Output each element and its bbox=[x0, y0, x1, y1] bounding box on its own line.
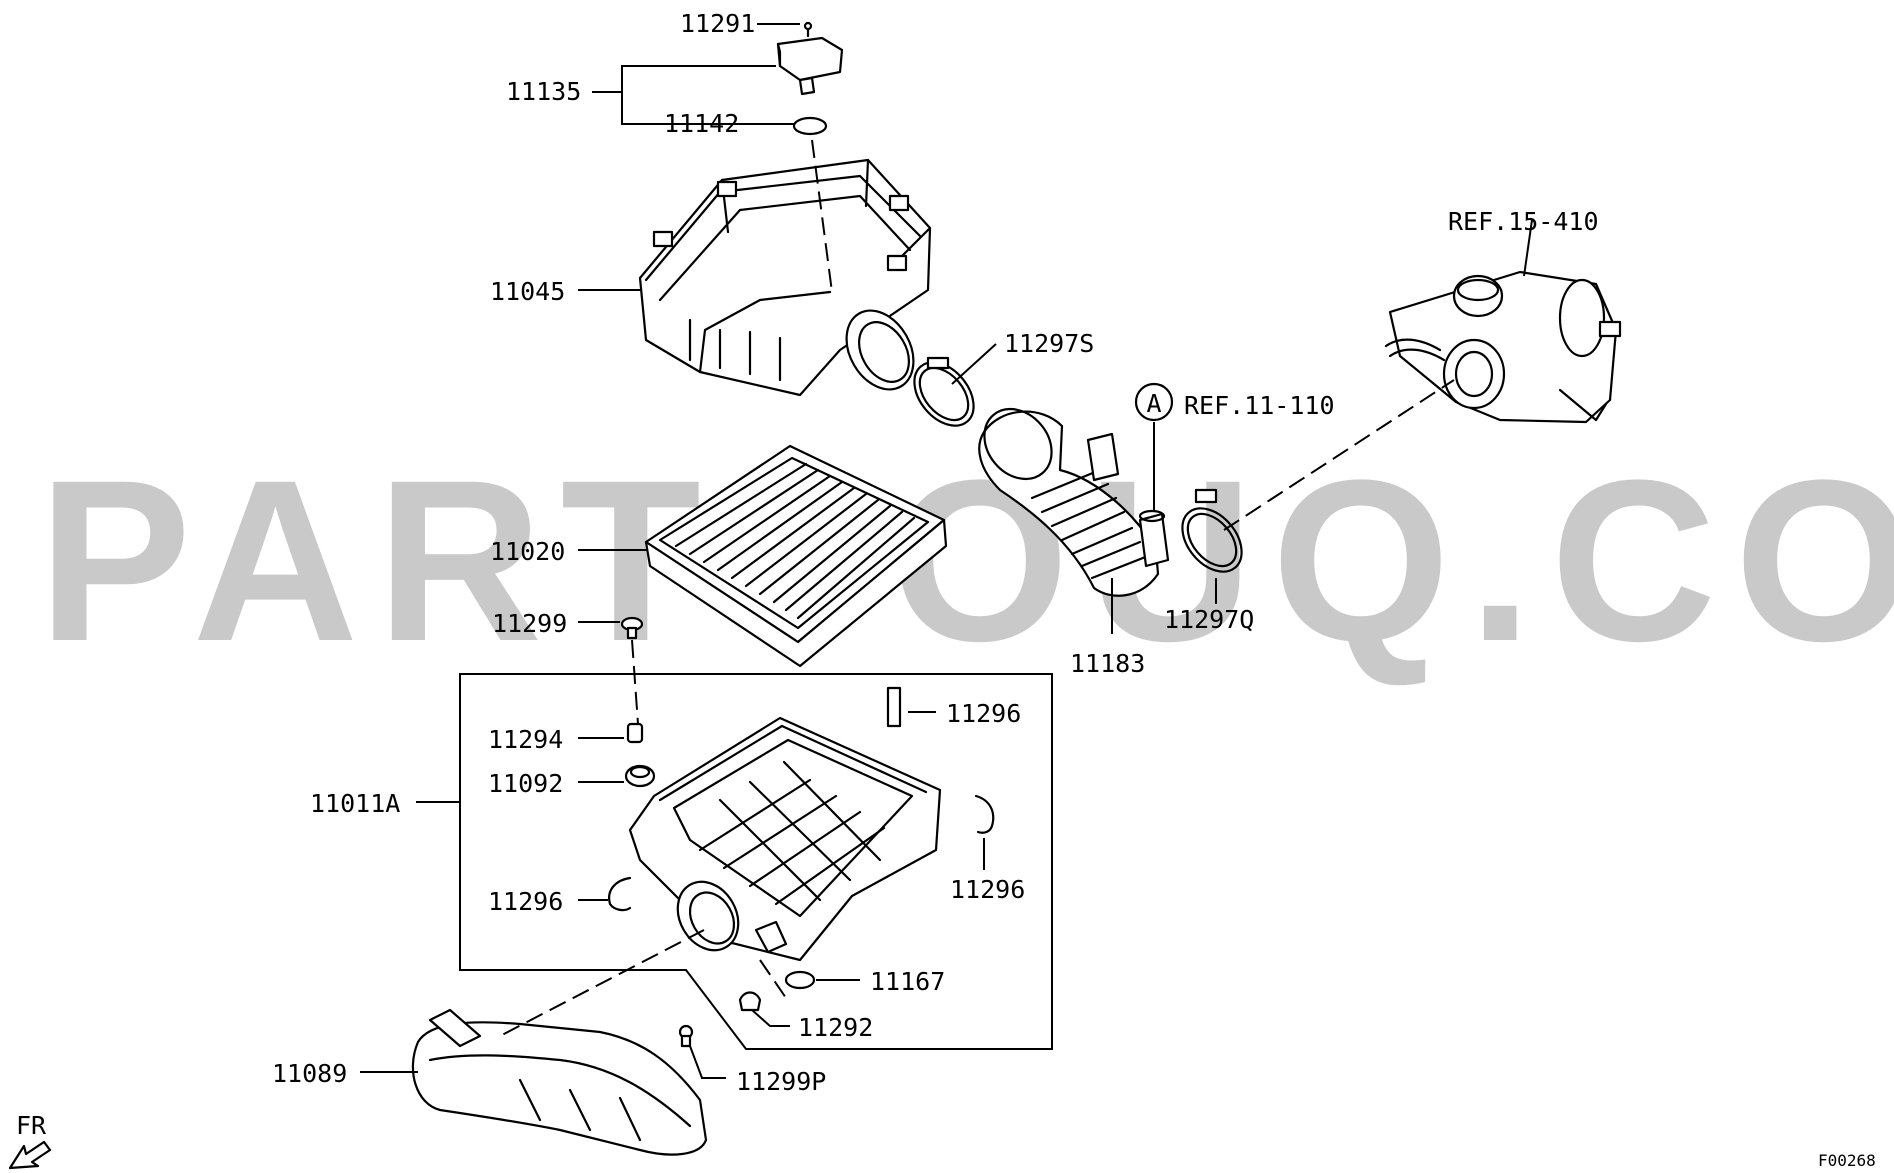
label-11292[interactable]: 11292 bbox=[798, 1013, 873, 1042]
label-11089[interactable]: 11089 bbox=[272, 1059, 347, 1088]
label-11297q[interactable]: 11297Q bbox=[1164, 605, 1254, 634]
front-direction-arrow-icon bbox=[8, 1140, 52, 1170]
leader-lines bbox=[360, 23, 1533, 1079]
o-ring-part[interactable] bbox=[792, 116, 828, 136]
label-11299[interactable]: 11299 bbox=[492, 609, 567, 638]
label-11045[interactable]: 11045 bbox=[490, 277, 565, 306]
clip-11296-right-part[interactable] bbox=[974, 794, 995, 834]
reference-a-letter: A bbox=[1146, 389, 1161, 418]
label-ref-15-410[interactable]: REF.15-410 bbox=[1448, 207, 1599, 236]
label-11291[interactable]: 11291 bbox=[680, 9, 755, 38]
label-11299p[interactable]: 11299P bbox=[736, 1067, 826, 1096]
air-intake-duct-part[interactable] bbox=[411, 1008, 708, 1156]
maf-sensor-part[interactable] bbox=[776, 21, 844, 96]
air-cleaner-case-part[interactable] bbox=[628, 716, 942, 1012]
label-11183[interactable]: 11183 bbox=[1070, 649, 1145, 678]
diagram-code: F00268 bbox=[1818, 1151, 1876, 1170]
air-filter-element-part[interactable] bbox=[644, 444, 948, 668]
label-ref-11-110[interactable]: REF.11-110 bbox=[1184, 391, 1335, 420]
clip-11296-left-part[interactable] bbox=[608, 876, 632, 912]
label-11297s[interactable]: 11297S bbox=[1004, 329, 1094, 358]
turbocharger-part[interactable] bbox=[1384, 270, 1622, 424]
watermark-text: PARTSOUQ.COM bbox=[38, 432, 1894, 689]
orientation-label: FR bbox=[16, 1111, 47, 1140]
label-11092[interactable]: 11092 bbox=[488, 769, 563, 798]
air-cleaner-cover-part[interactable] bbox=[638, 158, 932, 401]
collar-11294-part[interactable] bbox=[626, 722, 644, 744]
label-11296-right[interactable]: 11296 bbox=[950, 875, 1025, 904]
hose-clamp-q-part[interactable] bbox=[1170, 488, 1253, 583]
label-11142[interactable]: 11142 bbox=[664, 109, 739, 138]
label-11296-top[interactable]: 11296 bbox=[946, 699, 1021, 728]
intake-hose-part[interactable] bbox=[971, 396, 1170, 597]
label-11020[interactable]: 11020 bbox=[490, 537, 565, 566]
label-11296-left[interactable]: 11296 bbox=[488, 887, 563, 916]
grommet-11092-part[interactable] bbox=[624, 764, 656, 788]
label-11135[interactable]: 11135 bbox=[506, 77, 581, 106]
screw-11299-part[interactable] bbox=[620, 616, 644, 640]
dashed-guide-lines bbox=[499, 139, 1455, 1037]
label-11294[interactable]: 11294 bbox=[488, 725, 563, 754]
reference-a-circle bbox=[1134, 382, 1174, 422]
label-11167[interactable]: 11167 bbox=[870, 967, 945, 996]
clip-11296-top-part[interactable] bbox=[886, 686, 902, 728]
hose-clamp-s-part[interactable] bbox=[902, 351, 985, 437]
label-11011a[interactable]: 11011A bbox=[310, 789, 400, 818]
case-assembly-frame bbox=[459, 673, 1053, 1050]
